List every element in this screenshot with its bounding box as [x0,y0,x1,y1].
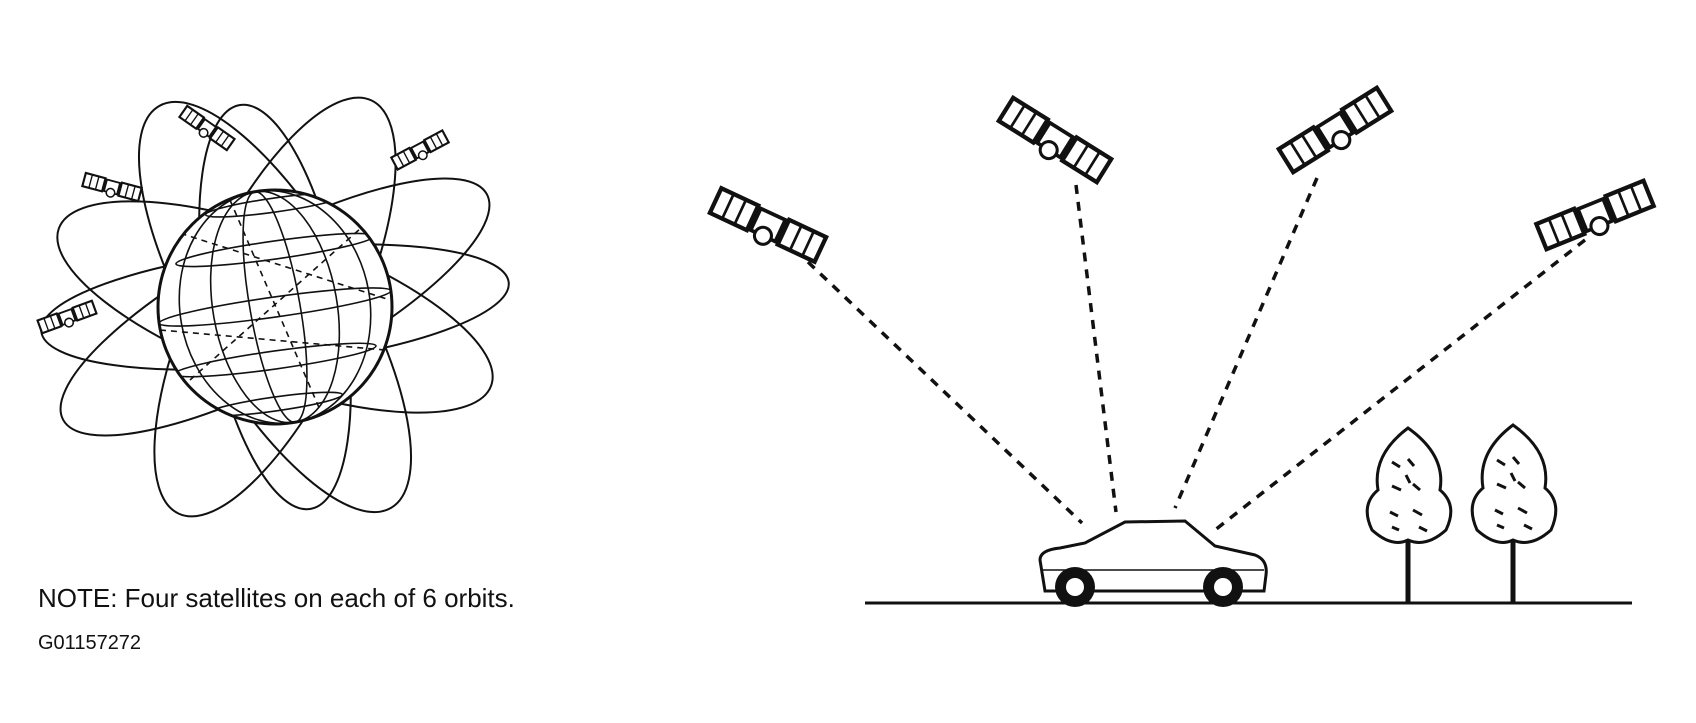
signal-line [1173,177,1319,509]
orbit-satellite [36,299,99,338]
trees [1365,423,1558,603]
sky-satellite [1279,88,1395,178]
sky-satellite [995,98,1111,188]
signal-line [806,260,1084,525]
signal-line [1213,238,1587,532]
car [1038,519,1268,607]
orbit-satellite [80,171,143,206]
tree [1470,423,1558,603]
figure-code: G01157272 [38,632,142,654]
signal-line [1074,184,1118,513]
sky-satellite [1536,181,1656,256]
globe [156,188,394,426]
orbit-globe-group [36,96,510,518]
orbit-satellite [390,129,452,174]
signal-lines [806,177,1587,532]
diagram-note: NOTE: Four satellites on each of 6 orbit… [38,583,515,613]
tree [1365,426,1453,603]
sky-satellite [707,188,826,268]
